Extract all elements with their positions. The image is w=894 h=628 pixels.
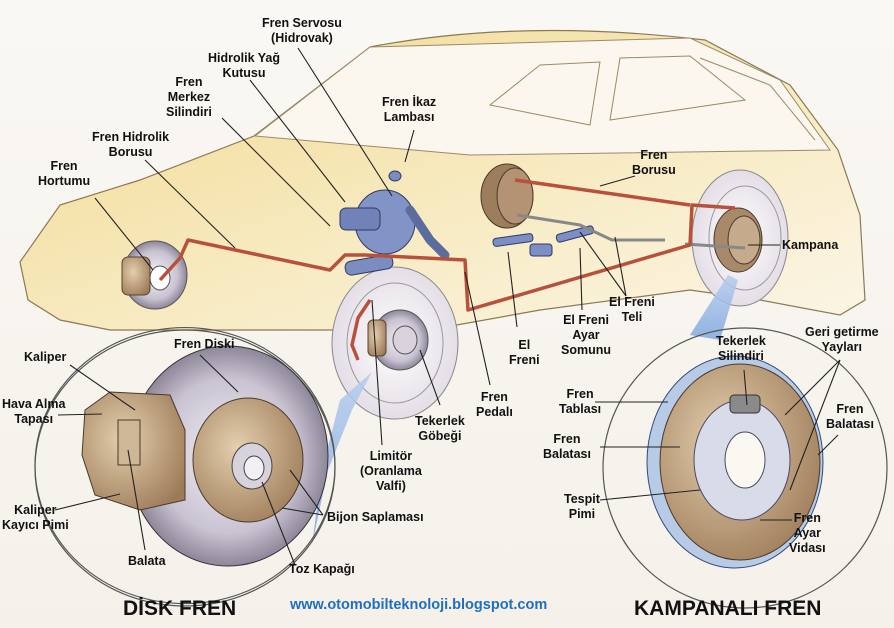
label-balata: Balata [128, 554, 166, 568]
label-tekerlek-gobegi: Tekerlek Göbeği [415, 414, 465, 443]
rear-left-drum [480, 163, 534, 229]
label-hidrolik-yag-kutusu: Hidrolik Yağ Kutusu [208, 51, 281, 80]
title-disk-fren: DİSK FREN [123, 597, 237, 620]
label-toz-kapagi: Toz Kapağı [289, 562, 355, 576]
label-fren-servosu: Fren Servosu (Hidrovak) [262, 16, 342, 45]
label-tespit-pimi: Tespit Pimi [564, 492, 600, 521]
label-fren-borusu: Fren Borusu [632, 148, 676, 177]
label-el-freni: El Freni [509, 338, 540, 367]
label-fren-merkez-silindiri: Fren Merkez Silindiri [166, 75, 212, 119]
label-el-freni-ayar-somunu: El Freni Ayar Somunu [561, 313, 611, 357]
label-fren-hidrolik-borusu: Fren Hidrolik Borusu [92, 130, 170, 159]
label-tekerlek-silindiri: Tekerlek Silindiri [716, 334, 766, 363]
brake-booster [339, 170, 450, 276]
disk-callout-wedge [312, 372, 372, 545]
label-kaliper: Kaliper [24, 350, 67, 364]
label-fren-diski: Fren Diski [174, 337, 235, 351]
label-fren-ayar-vidasi: Fren Ayar Vidası [789, 511, 826, 555]
title-kampanali-fren: KAMPANALI FREN [634, 597, 822, 620]
label-fren-ikaz-lambasi: Fren İkaz Lambası [382, 95, 437, 124]
label-kampana: Kampana [782, 238, 839, 252]
leader-lines [54, 47, 841, 566]
label-limitor: Limitör (Oranlama Valfi) [360, 449, 422, 493]
label-fren-balatasi-right: Fren Balatası [826, 402, 874, 431]
label-fren-hortumu: Fren Hortumu [38, 159, 91, 188]
brake-lines [158, 178, 736, 361]
car-window [253, 37, 831, 156]
drum-brake-detail [602, 327, 888, 609]
label-fren-balatasi-left: Fren Balatası [543, 432, 591, 461]
front-right-wheel [331, 266, 459, 420]
website-url: www.otomobilteknoloji.blogspot.com [290, 597, 548, 613]
label-geri-getirme-yaylari: Geri getirme Yayları [805, 325, 879, 354]
label-hava-alma-tapasi: Hava Alma Tapası [2, 397, 66, 426]
label-kaliper-kayici-pimi: Kaliper Kayıcı Pimi [2, 503, 69, 532]
label-fren-pedali: Fren Pedalı [476, 390, 513, 419]
disk-brake-detail [34, 326, 336, 607]
label-bijon-saplamasi: Bijon Saplaması [327, 510, 424, 524]
drum-callout-wedge [690, 275, 738, 340]
label-fren-tablasi: Fren Tablası [559, 387, 602, 416]
front-left-disc-brake [121, 240, 188, 310]
hand-brake-parts [492, 225, 595, 257]
rear-right-wheel [691, 169, 789, 307]
label-el-freni-teli: El Freni Teli [609, 295, 655, 324]
